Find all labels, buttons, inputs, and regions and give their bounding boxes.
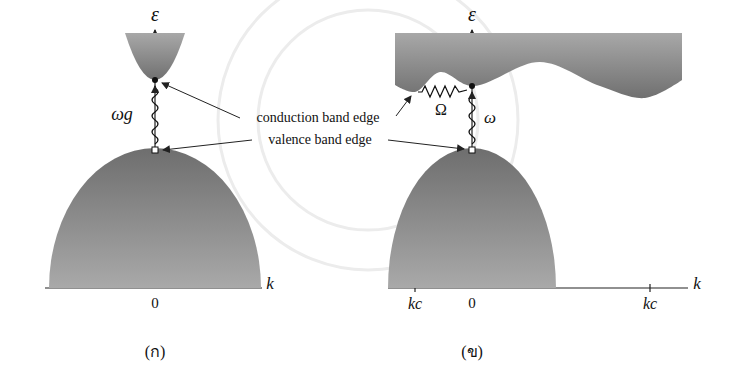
panel-label: (ข) bbox=[461, 343, 483, 361]
valence-band bbox=[49, 148, 261, 288]
axis-label: k bbox=[693, 275, 701, 294]
valence-band bbox=[388, 148, 556, 288]
axis-label: ε bbox=[151, 3, 159, 25]
tick-label: kc bbox=[408, 295, 422, 313]
phonon-spring bbox=[418, 86, 467, 97]
leader-line bbox=[162, 83, 464, 150]
callout-text: valence band edge bbox=[268, 132, 371, 147]
callout-text: conduction band edge bbox=[257, 110, 380, 125]
axis-label: ε bbox=[468, 3, 476, 25]
frequency-label: ω bbox=[484, 109, 496, 128]
frequency-label: ωg bbox=[111, 105, 133, 125]
tick-label: kc bbox=[643, 295, 657, 313]
panel-label: (ก) bbox=[145, 343, 166, 361]
tick-label: 0 bbox=[468, 295, 476, 312]
frequency-label: Ω bbox=[435, 101, 447, 119]
band-edge-marks bbox=[152, 77, 475, 153]
conduction-band bbox=[125, 33, 185, 80]
conduction-band bbox=[395, 33, 682, 98]
tick-label: 0 bbox=[151, 295, 159, 312]
axis-label: k bbox=[266, 275, 274, 294]
axes bbox=[45, 30, 688, 292]
